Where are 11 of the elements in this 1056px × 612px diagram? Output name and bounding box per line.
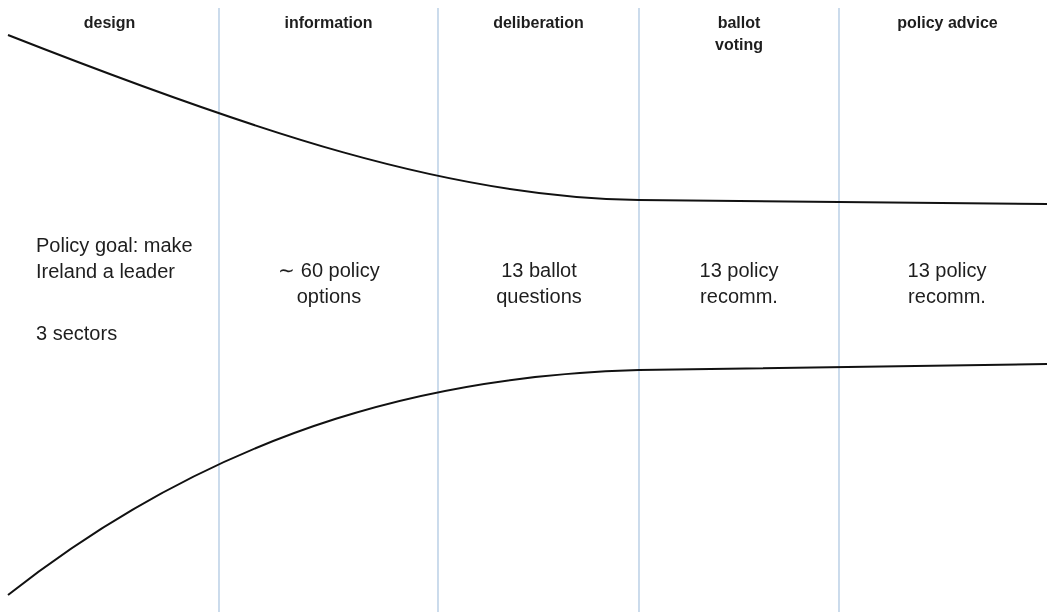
- column-header: policy advice: [896, 13, 999, 33]
- stage-text: 3 sectors: [36, 321, 119, 346]
- stage-text: ∼ 60 policy options: [277, 258, 381, 309]
- column-header: deliberation: [492, 13, 585, 33]
- stage-text: Policy goal: make Ireland a leader: [36, 233, 194, 284]
- stage-text: 13 policy recomm.: [698, 258, 780, 309]
- stage-text: 13 policy recomm.: [906, 258, 988, 309]
- column-header: ballot voting: [714, 13, 764, 55]
- column-header: information: [283, 13, 374, 33]
- stage-text: 13 ballot questions: [495, 258, 583, 309]
- column-header: design: [82, 13, 137, 33]
